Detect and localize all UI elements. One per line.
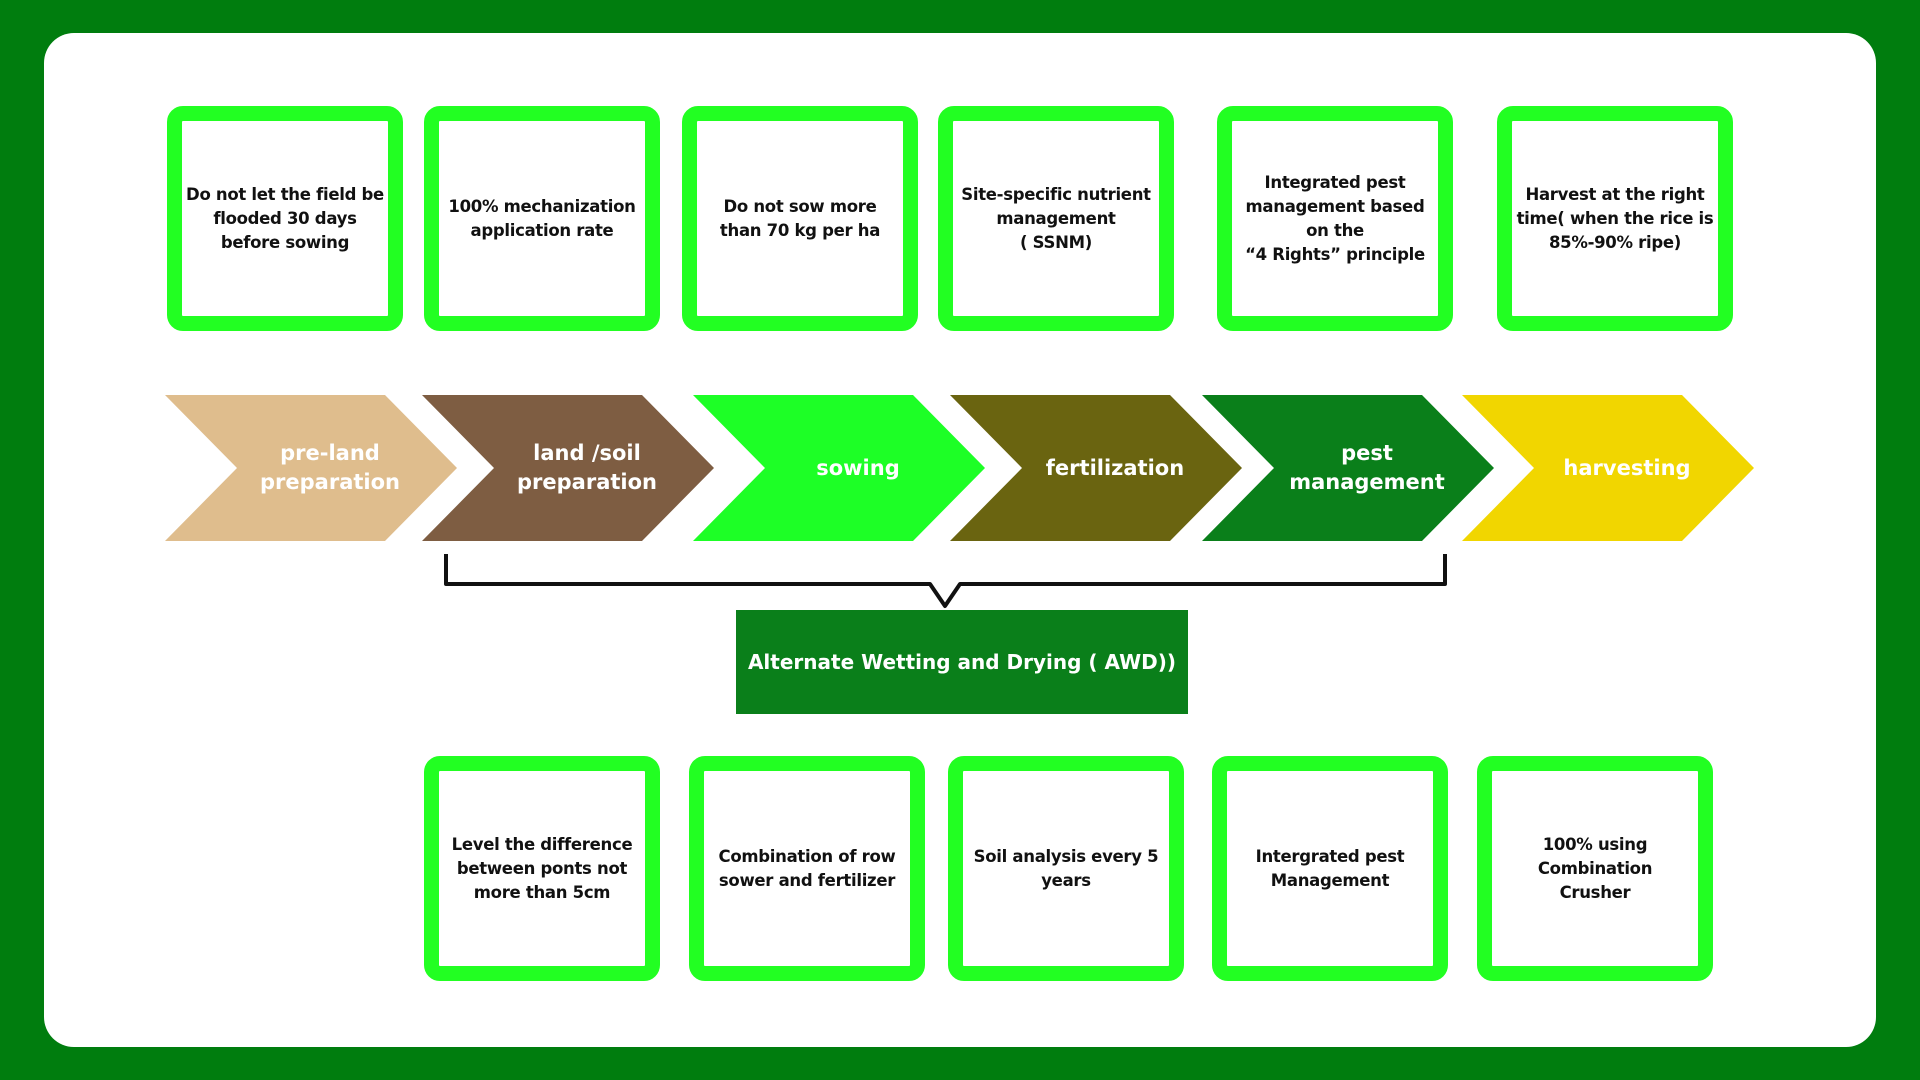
top-card-land-prep: 100% mechanization application rate bbox=[424, 106, 660, 331]
stage-label-sowing: sowing bbox=[816, 455, 900, 480]
awd-label: Alternate Wetting and Drying ( AWD)) bbox=[747, 650, 1177, 674]
stage-arrow-land-prep bbox=[422, 395, 714, 541]
top-card-text: Do not sow more than 70 kg per ha bbox=[719, 196, 881, 240]
stage-label-harvest: harvesting bbox=[1563, 455, 1691, 480]
top-card-text: Do not let the field be flooded 30 days … bbox=[186, 184, 384, 252]
top-card-text: 100% mechanization application rate bbox=[448, 196, 636, 240]
stage-arrow-pest bbox=[1202, 395, 1494, 541]
top-card-sowing: Do not sow more than 70 kg per ha bbox=[682, 106, 918, 331]
top-card-pre-land: Do not let the field be flooded 30 days … bbox=[167, 106, 403, 331]
top-card-text: Integrated pest management based on the … bbox=[1245, 172, 1425, 264]
stage-label-pre-land: pre-land preparation bbox=[260, 441, 400, 494]
stage-label-pest: pest management bbox=[1289, 441, 1445, 494]
stage-arrow-sowing bbox=[693, 395, 985, 541]
top-card-harvest: Harvest at the right time( when the rice… bbox=[1497, 106, 1733, 331]
top-card-text: Site-specific nutrient management ( SSNM… bbox=[961, 184, 1151, 252]
bottom-card-text: Level the difference between ponts not m… bbox=[451, 834, 633, 902]
bottom-card-pest-mgmt: Intergrated pest Management bbox=[1212, 756, 1448, 981]
stage-label-land-prep: land /soil preparation bbox=[517, 441, 657, 494]
bottom-card-text: Soil analysis every 5 years bbox=[973, 846, 1159, 890]
bottom-card-text: Intergrated pest Management bbox=[1255, 846, 1405, 890]
bottom-card-text: 100% using Combination Crusher bbox=[1537, 834, 1653, 902]
stage-arrow-harvest bbox=[1462, 395, 1754, 541]
top-card-fertilization: Site-specific nutrient management ( SSNM… bbox=[938, 106, 1174, 331]
top-card-pest: Integrated pest management based on the … bbox=[1217, 106, 1453, 331]
bottom-card-crusher: 100% using Combination Crusher bbox=[1477, 756, 1713, 981]
awd-box: Alternate Wetting and Drying ( AWD)) bbox=[736, 610, 1188, 714]
stage-label-fertilization: fertilization bbox=[1045, 455, 1185, 480]
awd-bracket bbox=[444, 554, 1447, 608]
top-card-text: Harvest at the right time( when the rice… bbox=[1516, 184, 1714, 252]
stage-arrow-fertilization bbox=[950, 395, 1242, 541]
bottom-card-row-sower: Combination of row sower and fertilizer bbox=[689, 756, 925, 981]
bottom-card-leveling: Level the difference between ponts not m… bbox=[424, 756, 660, 981]
bottom-card-soil-analysis: Soil analysis every 5 years bbox=[948, 756, 1184, 981]
bottom-card-text: Combination of row sower and fertilizer bbox=[718, 846, 896, 890]
stage-arrow-pre-land bbox=[165, 395, 457, 541]
